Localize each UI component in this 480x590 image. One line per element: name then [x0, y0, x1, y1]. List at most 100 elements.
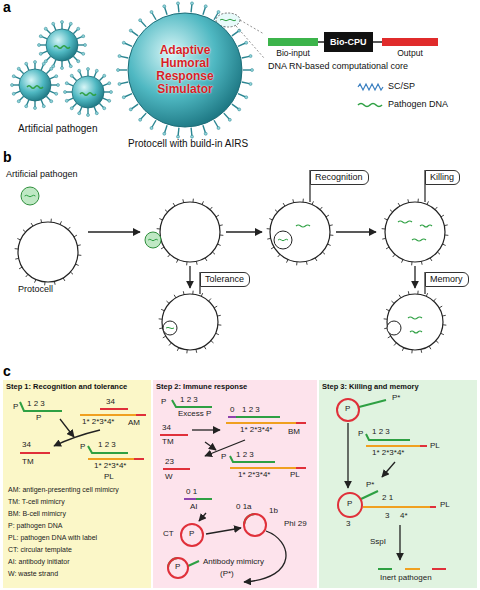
arrow: [199, 513, 206, 521]
arrow: [54, 430, 100, 446]
dna-strand: [88, 458, 134, 460]
dna-strand: [188, 561, 199, 566]
panel-letter: a: [3, 0, 11, 14]
strand-label: 1 2 3: [98, 441, 116, 449]
strand-label: 0 1a: [236, 503, 252, 511]
arrow: [226, 231, 262, 232]
node-text: Adaptive Humoral Response Simulator: [139, 44, 231, 97]
dna-strand: [226, 422, 296, 424]
node-text: Tolerance: [205, 274, 244, 285]
strand-label: P: [175, 563, 180, 571]
strand-label: AI: [190, 503, 198, 511]
dna-strand: [160, 434, 188, 436]
strand-label: 1 2 3: [242, 406, 260, 414]
caption: Protocell with build-in AIRS: [128, 139, 248, 149]
arrow: [382, 462, 395, 477]
legend-text: SC/SP: [388, 82, 415, 91]
legend-text: Pathogen DNA: [388, 100, 448, 109]
strand-label: Phi 29: [284, 520, 307, 528]
strand-label: 1* 2*3*4*: [372, 449, 404, 457]
strand-label: 1b: [269, 507, 278, 515]
strand-label: Inert pathogen: [380, 574, 432, 582]
strand-label: W: [165, 473, 173, 481]
strand-label: PL: [440, 501, 450, 509]
pathogen-sphere: [38, 21, 87, 70]
legend-icon: [358, 84, 383, 90]
caption: DNA RN-based computational core: [268, 62, 408, 71]
strand-label: 1* 2*3*4*: [240, 426, 272, 434]
protocell-outline: [157, 199, 224, 266]
strand-label: 34: [106, 398, 115, 406]
strand-label: 3: [385, 512, 389, 520]
strand-label: 1* 2*3*4*: [238, 471, 270, 479]
protocell-outline: [384, 291, 447, 354]
dna-strand: [100, 408, 128, 410]
protocell-outline: [15, 219, 82, 286]
dna-strand: [136, 414, 146, 416]
pathogen-sphere: [64, 68, 113, 117]
dna-strand: [134, 458, 144, 460]
strand-label: 1 2 3: [27, 400, 45, 408]
arrow: [189, 266, 190, 288]
node-text: Step 3: Killing and memory: [322, 382, 474, 391]
node-text: Output: [382, 48, 438, 58]
circular-strand: [244, 514, 266, 536]
circular-strand: [168, 558, 188, 578]
dna-strand: [359, 400, 386, 407]
strand-label: PL: [430, 442, 440, 450]
strand-label: P: [358, 430, 363, 438]
strand-label: P*: [366, 481, 374, 489]
cpu-box: Bio-CPU: [324, 32, 373, 52]
dna-strand: [20, 452, 50, 454]
legend-icon: [358, 104, 382, 107]
dna-strand: [80, 414, 136, 416]
arrow: [192, 429, 220, 430]
strand-label: 23: [165, 458, 174, 466]
dna-strand: [236, 416, 280, 418]
legend-note: AM: antigen-presenting cell mimicry: [8, 486, 119, 493]
signal-bar: [268, 38, 318, 46]
protocell-outline: [382, 199, 449, 266]
dna-strand: [296, 422, 306, 424]
strand-label: 1* 2*3*4*: [82, 418, 114, 426]
node-text: Recognition: [315, 172, 363, 183]
strand-label: (P*): [220, 570, 234, 578]
flag-label: Memory: [425, 272, 469, 287]
output-bar: Output: [382, 38, 438, 58]
arrow: [205, 442, 216, 450]
strand-label: 0: [230, 406, 234, 414]
protocell-sphere: Adaptive Humoral Response Simulator: [127, 12, 243, 128]
strand-label: 4*: [400, 512, 408, 520]
arrow: [336, 231, 376, 232]
caption: Artificial pathogen: [6, 170, 78, 179]
strand-label: P*: [392, 394, 400, 402]
dna-strand: [378, 568, 392, 570]
panel-fill: [319, 380, 477, 588]
flag-label: Recognition: [310, 170, 369, 185]
circular-strand: [338, 493, 362, 517]
flag-label: Tolerance: [200, 272, 250, 287]
strand-label: BM: [288, 428, 300, 436]
strand-label: AM: [128, 419, 140, 427]
strand-label: TM: [162, 438, 174, 446]
caption: Artificial pathogen: [18, 124, 98, 134]
node-text: Step 1: Recognition and tolerance: [6, 382, 148, 391]
strand-label: P: [161, 398, 166, 406]
node-text: Bio-CPU: [330, 32, 367, 52]
strand-label: Antibody mimicry: [203, 558, 264, 566]
arrow: [414, 266, 415, 288]
arrow: [399, 525, 400, 560]
step-panel: Step 3: Killing and memory: [319, 380, 477, 588]
arrow: [60, 419, 74, 437]
strand-label: 2 1: [382, 494, 393, 502]
panel-letter: b: [3, 150, 12, 164]
dna-strand: [366, 445, 420, 447]
legend-note: AI: antibody initiator: [8, 558, 69, 565]
legend-note: P: pathogen DNA: [8, 522, 62, 529]
panel-fill: [3, 380, 151, 588]
panel-letter: c: [3, 364, 11, 378]
protocell-outline: [159, 291, 222, 354]
panel-fill: [153, 380, 317, 588]
strand-label: 1 2 3: [180, 396, 198, 404]
dna-strand: [432, 568, 446, 570]
